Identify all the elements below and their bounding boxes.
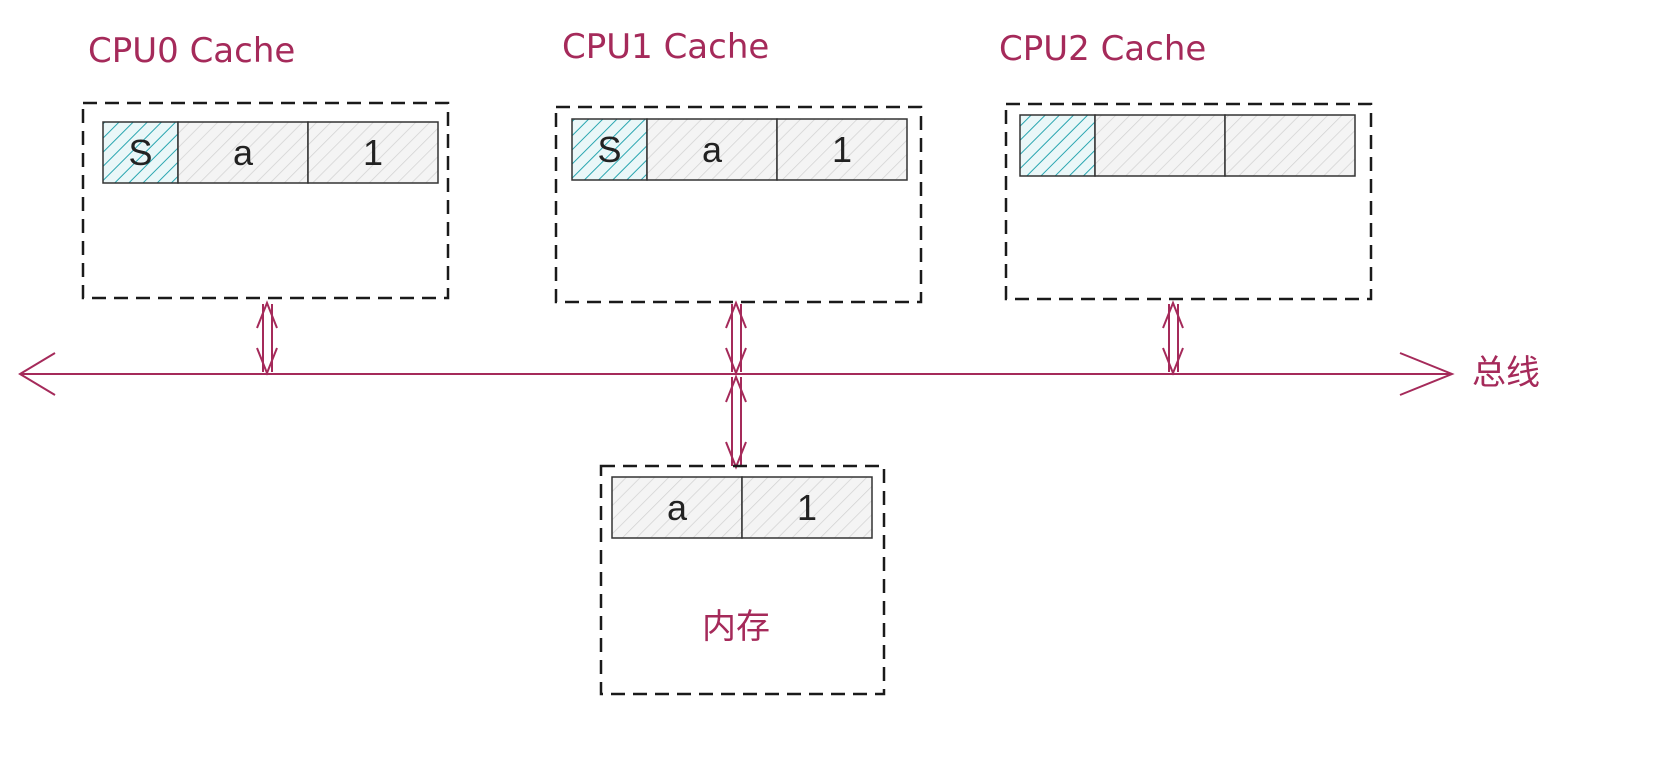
cpu2-bus-connector [1162, 300, 1184, 376]
memory-box [599, 464, 886, 696]
cpu1-cache-line: S a 1 [571, 118, 908, 181]
memory-value-cell [741, 476, 873, 539]
cpu2-address-cell [1094, 114, 1226, 177]
cpu1-value-text: 1 [832, 129, 852, 170]
memory-connector-up-arrowhead [725, 374, 747, 403]
cpu2-cache-line [1019, 114, 1356, 177]
cpu2-connector-up-arrowhead [1162, 300, 1184, 329]
cpu2-cache: CPU2 Cache [999, 29, 1373, 301]
cpu2-cache-box [1004, 102, 1373, 301]
cpu1-value-cell [776, 118, 908, 181]
memory-value-text: 1 [797, 487, 817, 528]
cpu1-connector-down-arrowhead [725, 347, 747, 376]
cpu0-cache-title: CPU0 Cache [88, 31, 295, 71]
cache-coherence-diagram: CPU0 Cache S a 1 CPU1 Cache S a 1 CPU2 C… [18, 27, 1540, 696]
cpu1-state-text: S [597, 129, 621, 170]
cpu1-cache: CPU1 Cache S a 1 [554, 27, 923, 304]
cpu0-state-text: S [128, 132, 152, 173]
cpu2-value-cell [1224, 114, 1356, 177]
cpu0-connector-down-arrowhead [256, 347, 278, 376]
cpu2-cache-title: CPU2 Cache [999, 29, 1206, 69]
cpu1-cache-box [554, 105, 923, 304]
bus-label: 总线 [1472, 353, 1540, 393]
bus-left-arrowhead [18, 352, 56, 396]
cpu0-cache-line: S a 1 [102, 121, 439, 184]
cpu0-address-cell [177, 121, 309, 184]
cpu1-connector-up-arrowhead [725, 300, 747, 329]
memory-title: 内存 [702, 607, 770, 647]
memory-address-cell [611, 476, 743, 539]
cpu1-address-text: a [702, 129, 723, 170]
bus: 总线 [18, 352, 1540, 396]
cpu0-connector-up-arrowhead [256, 300, 278, 329]
cpu1-cache-title: CPU1 Cache [562, 27, 769, 67]
cpu2-connector-down-arrowhead [1162, 347, 1184, 376]
memory-bus-connector [725, 374, 747, 470]
memory-line: a 1 [611, 476, 873, 539]
cpu0-cache: CPU0 Cache S a 1 [81, 31, 450, 300]
memory-address-text: a [667, 487, 688, 528]
bus-right-arrowhead [1399, 352, 1455, 396]
cpu1-bus-connector [725, 300, 747, 376]
cpu2-state-cell [1019, 114, 1096, 177]
memory: a 1 内存 [599, 464, 886, 696]
cpu0-bus-connector [256, 300, 278, 376]
cpu0-value-cell [307, 121, 439, 184]
cpu0-value-text: 1 [363, 132, 383, 173]
cpu0-address-text: a [233, 132, 254, 173]
cpu1-state-cell [571, 118, 648, 181]
cpu0-cache-box [81, 101, 450, 300]
memory-connector-down-arrowhead [725, 441, 747, 470]
